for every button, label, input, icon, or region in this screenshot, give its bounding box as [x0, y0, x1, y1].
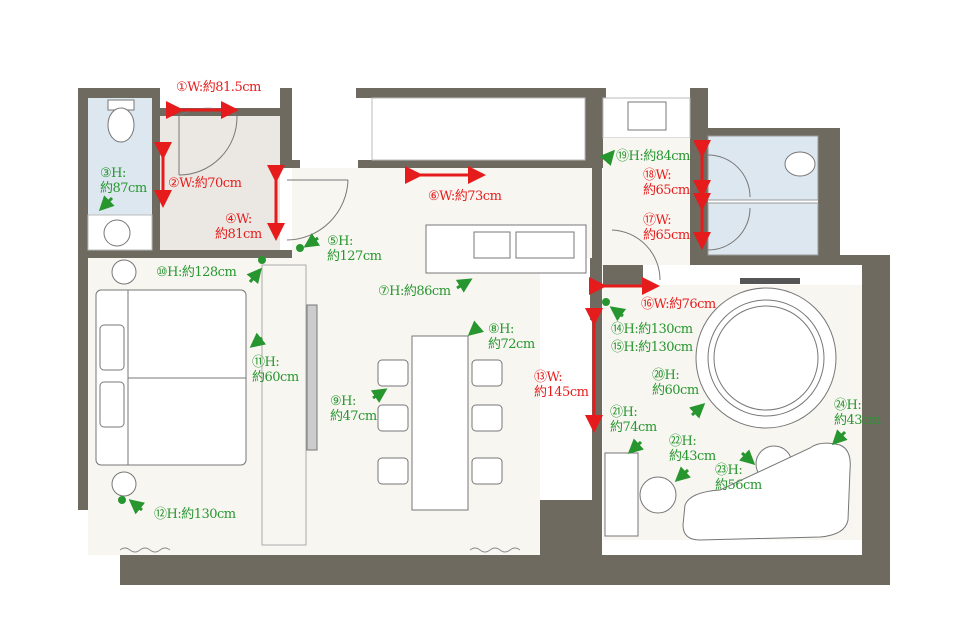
dim-label-17: ⑰W:約65cm [643, 213, 690, 243]
tv [306, 304, 318, 451]
side-cabinet [604, 452, 639, 537]
width-dimension-lines [154, 101, 711, 433]
sink-icon [103, 219, 131, 247]
nightstand [111, 471, 137, 497]
height-label-15: ⑮H:約130cm [611, 340, 693, 355]
entry-floor [160, 116, 280, 250]
height-label-12: ⑫H:約130cm [154, 507, 236, 522]
height-label-3: ③H:約87cm [100, 166, 147, 196]
height-points [118, 244, 610, 504]
closet [371, 97, 586, 161]
height-label-8: ⑧H:約72cm [488, 322, 535, 352]
dim-label-4: ④W:約81cm [215, 212, 262, 242]
height-label-20: ⑳H:約60cm [652, 368, 699, 398]
sofa [682, 442, 851, 541]
dim-label-18: ⑱W:約65cm [643, 168, 690, 198]
dim-label-13: ⑬W:約145cm [534, 370, 589, 400]
toilet-icon [107, 107, 135, 143]
stool [639, 476, 677, 514]
dim-label-1: ①W:約81.5cm [176, 80, 261, 95]
dining-table [411, 335, 469, 511]
height-pointer-arrows [98, 149, 848, 515]
height-label-9: ⑨H:約47cm [330, 394, 377, 424]
dim-label-2: ②W:約70cm [168, 176, 242, 191]
nightstand [111, 259, 137, 285]
height-label-14: ⑭H:約130cm [611, 322, 693, 337]
height-label-10: ⑩H:約128cm [156, 265, 237, 280]
height-label-7: ⑦H:約86cm [378, 284, 451, 299]
height-label-11: ⑪H:約60cm [252, 355, 299, 385]
height-label-24: ㉔H:約43cm [834, 398, 881, 428]
height-label-23: ㉓H:約56cm [715, 463, 762, 493]
height-label-5: ⑤H:約127cm [327, 234, 382, 264]
dim-label-16: ⑯W:約76cm [641, 297, 716, 312]
dim-label-6: ⑥W:約73cm [428, 189, 502, 204]
height-label-22: ㉒H:約43cm [669, 434, 716, 464]
height-label-19: ⑲H:約84cm [616, 149, 690, 164]
height-label-21: ㉑H:約74cm [610, 405, 657, 435]
